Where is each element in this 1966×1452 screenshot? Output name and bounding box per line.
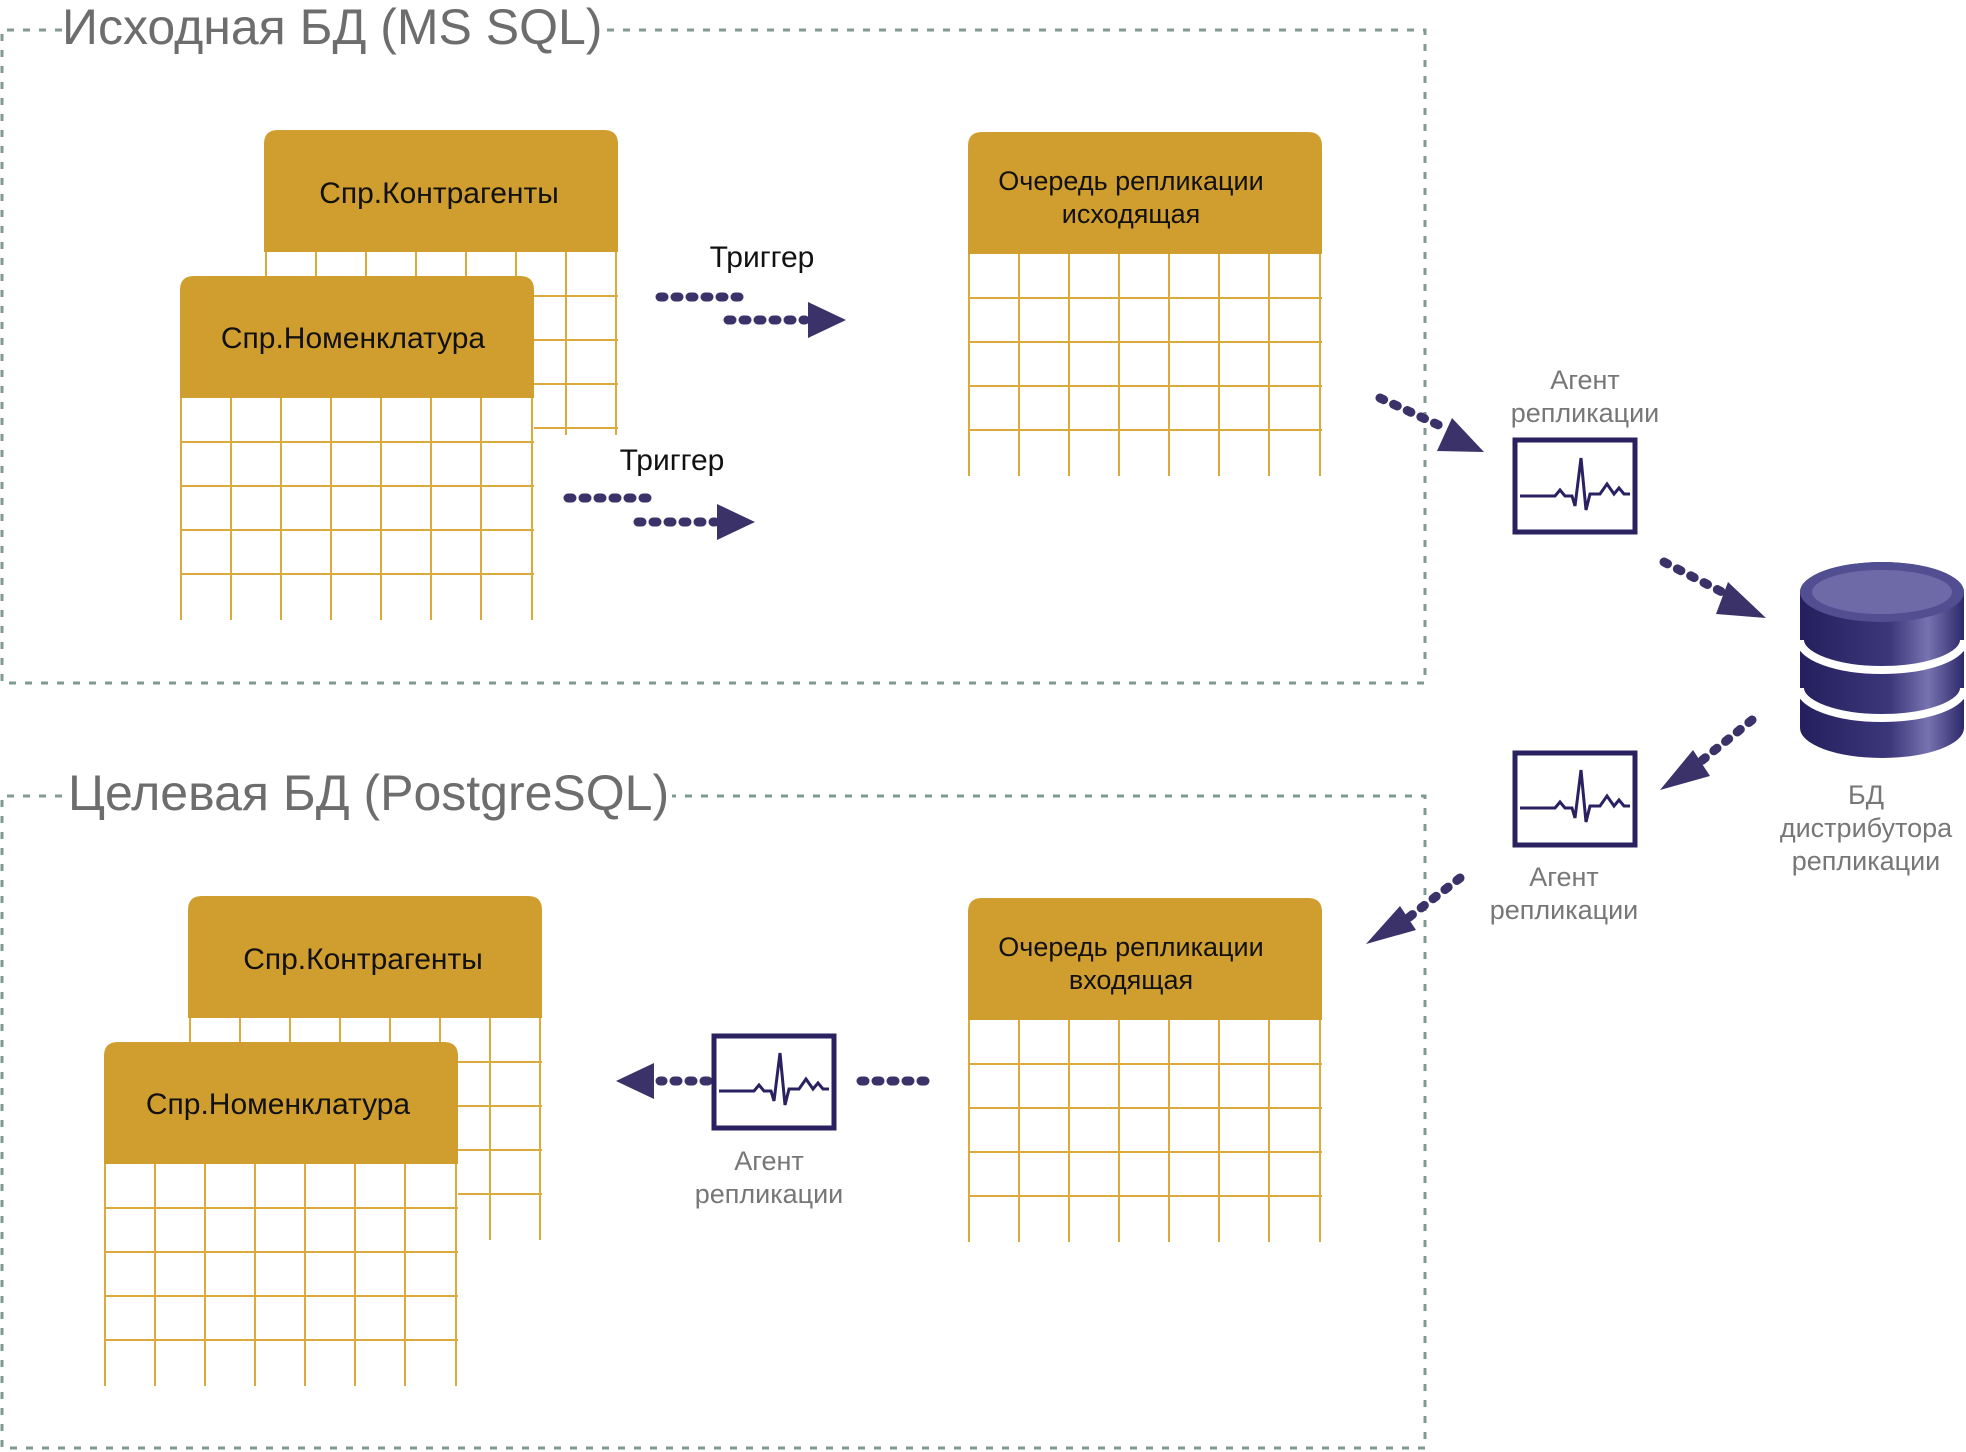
distributor-label-line1: БД (1848, 780, 1884, 810)
source-table-nomenclature: Спр.Номенклатура (180, 276, 534, 620)
flow-arrow-line (1403, 873, 1465, 923)
replication-agent-1: Агент репликации (1511, 365, 1660, 535)
queue-title-line1: Очередь репликации (998, 932, 1263, 962)
table-name: Спр.Контрагенты (243, 943, 483, 976)
table-name: Спр.Номенклатура (221, 322, 486, 355)
table-name: Спр.Контрагенты (319, 177, 559, 210)
flow-arrowhead (1366, 906, 1416, 944)
distributor-label-line3: репликации (1792, 846, 1941, 876)
distributor-label-line2: дистрибутора (1780, 813, 1953, 843)
table-name: Спр.Номенклатура (146, 1088, 411, 1121)
trigger-label: Триггер (710, 241, 815, 274)
agent-label-line2: репликации (1490, 895, 1639, 925)
flow-arrow-line (1659, 557, 1727, 597)
queue-title-line1: Очередь репликации (998, 166, 1263, 196)
target-db-frame (0, 794, 1427, 1450)
source-db-frame (0, 28, 1427, 685)
flow-arrowhead (1437, 418, 1484, 452)
trigger-arrow-1 (655, 292, 810, 325)
agent-label-line1: Агент (734, 1146, 804, 1176)
target-table-nomenclature: Спр.Номенклатура (104, 1042, 458, 1386)
trigger-label: Триггер (620, 444, 725, 477)
distributor-database-icon (1796, 562, 1966, 758)
heartbeat-icon (719, 1052, 829, 1106)
flow-arrowhead (616, 1063, 654, 1099)
trigger-arrowhead (808, 302, 846, 338)
target-db-title: Целевая БД (PostgreSQL) (68, 765, 669, 821)
agent-label-line2: репликации (1511, 398, 1660, 428)
queue-title-line2: входящая (1069, 965, 1193, 995)
source-db-title: Исходная БД (MS SQL) (62, 0, 602, 55)
agent-label-line1: Агент (1550, 365, 1620, 395)
replication-agent-2: Агент репликации (1490, 750, 1639, 925)
replication-agent-3: Агент репликации (695, 1033, 844, 1209)
agent-label-line1: Агент (1529, 862, 1599, 892)
flow-arrow-line (1695, 715, 1757, 767)
flow-arrowhead (1660, 750, 1710, 790)
queue-title-line2: исходящая (1062, 199, 1200, 229)
incoming-replication-queue: Очередь репликации входящая (968, 898, 1322, 1242)
trigger-arrow-2 (563, 493, 720, 527)
heartbeat-icon (1520, 457, 1630, 511)
outgoing-replication-queue: Очередь репликации исходящая (968, 132, 1322, 476)
flow-arrow-line (1375, 393, 1450, 433)
trigger-arrowhead (717, 504, 755, 540)
agent-label-line2: репликации (695, 1179, 844, 1209)
flow-arrowhead (1716, 582, 1766, 618)
heartbeat-icon (1520, 769, 1630, 823)
